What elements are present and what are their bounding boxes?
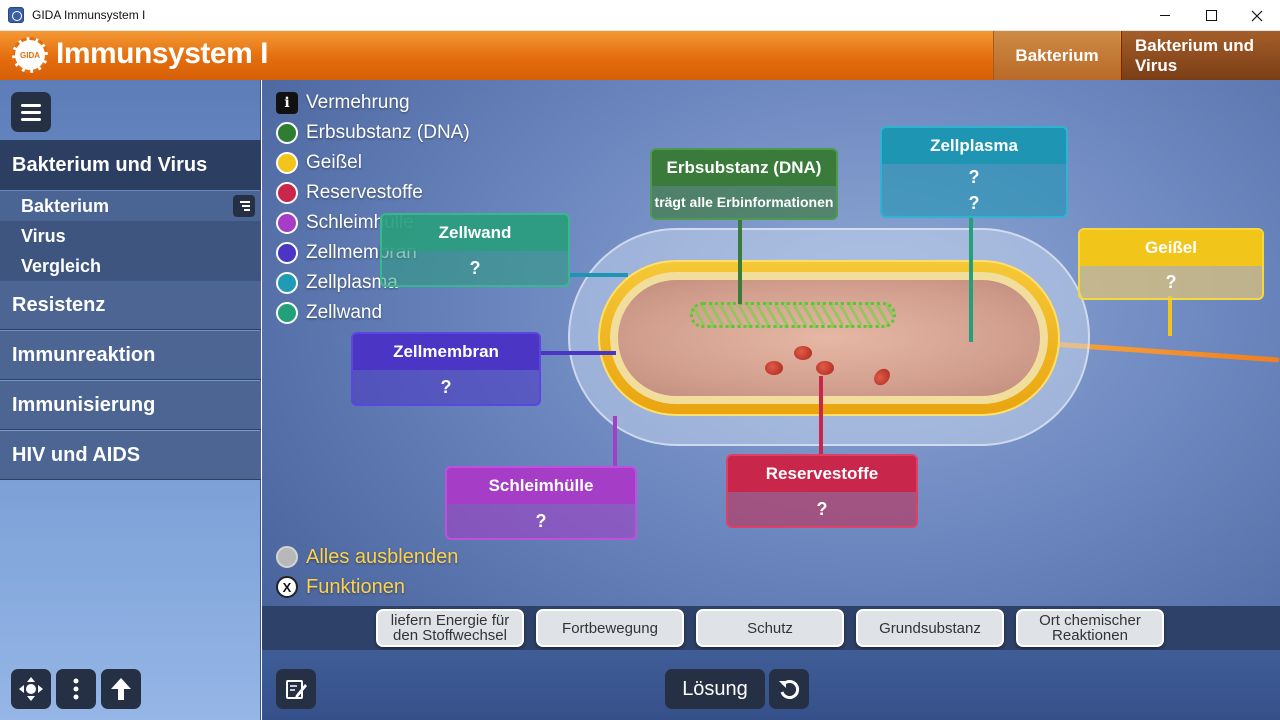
label-zellmembran-drop-slot[interactable]: ?: [440, 377, 452, 397]
arrow-up-icon: [111, 678, 131, 700]
minimize-button[interactable]: [1142, 0, 1188, 31]
reserve-granule: [794, 346, 812, 360]
legend-item-zellplasma[interactable]: Zellplasma: [276, 270, 398, 296]
sidebar-item-hiv-und-aids[interactable]: HIV und AIDS: [0, 431, 261, 480]
legend-item-erbsubstanz[interactable]: Erbsubstanz (DNA): [276, 120, 470, 146]
more-vertical-icon: [73, 678, 79, 700]
app-icon: [8, 7, 24, 23]
connector-dna: [738, 220, 742, 304]
connector-zellmembran: [540, 351, 616, 355]
label-zellplasma[interactable]: Zellplasma ? ?: [880, 126, 1068, 218]
x-circle-icon: X: [276, 576, 298, 598]
sidebar-subitem-bakterium[interactable]: Bakterium: [0, 191, 261, 221]
connector-schleimhuelle: [613, 416, 617, 468]
bacterium-cytoplasm: [618, 280, 1040, 396]
legend-dot: [276, 242, 298, 264]
label-reservestoffe-drop-slot[interactable]: ?: [816, 499, 828, 519]
window-title: GIDA Immunsystem I: [32, 8, 146, 22]
answer-tile-energie[interactable]: liefern Energie für den Stoffwechsel: [376, 609, 524, 647]
legend-item-reservestoffe[interactable]: Reservestoffe: [276, 180, 423, 206]
bottom-toolbar: Lösung: [262, 650, 1280, 720]
legend-dot: [276, 302, 298, 324]
label-reservestoffe[interactable]: Reservestoffe ?: [726, 454, 918, 528]
sidebar: Bakterium und Virus Bakterium Virus Verg…: [0, 80, 261, 720]
tab-bakterium[interactable]: Bakterium: [993, 31, 1120, 80]
label-geissel[interactable]: Geißel ?: [1078, 228, 1264, 300]
sidebar-item-immunisierung[interactable]: Immunisierung: [0, 381, 261, 430]
main-stage: i Vermehrung Erbsubstanz (DNA) Geißel Re…: [262, 80, 1280, 720]
app-header: GIDA Immunsystem I Bakterium Bakterium u…: [0, 31, 1280, 80]
label-erbsubstanz-answer[interactable]: trägt alle Erbinformationen: [654, 194, 834, 210]
sidebar-item-immunreaktion[interactable]: Immunreaktion: [0, 331, 261, 380]
reset-icon: [779, 680, 800, 699]
tab-bakterium-und-virus[interactable]: Bakterium und Virus: [1121, 31, 1280, 80]
sidebar-subitem-vergleich[interactable]: Vergleich: [21, 255, 102, 276]
legend-dot: [276, 212, 298, 234]
legend-dot: [276, 272, 298, 294]
submenu-icon[interactable]: [233, 195, 255, 217]
reserve-granule: [816, 361, 834, 375]
reserve-granule: [765, 361, 783, 375]
notes-button[interactable]: [276, 669, 316, 709]
label-zellplasma-drop-slot-1[interactable]: ?: [968, 167, 980, 187]
connector-geissel: [1168, 296, 1172, 336]
legend-dot: [276, 122, 298, 144]
legend-item-geissel[interactable]: Geißel: [276, 150, 362, 176]
legend-dot: [276, 152, 298, 174]
legend-dot: [276, 182, 298, 204]
maximize-button[interactable]: [1188, 0, 1234, 31]
move-arrows-icon: [19, 677, 43, 701]
legend-item-vermehrung[interactable]: i Vermehrung: [276, 90, 410, 116]
answer-tile-ort-chemischer-reaktionen[interactable]: Ort chemischer Reaktionen: [1016, 609, 1164, 647]
bacterium-dna: [690, 302, 896, 328]
label-schleimhuelle-drop-slot[interactable]: ?: [535, 511, 547, 531]
close-button[interactable]: [1234, 0, 1280, 31]
reset-button[interactable]: [769, 669, 809, 709]
navigation-pad-button[interactable]: [11, 669, 51, 709]
connector-zellplasma: [969, 218, 973, 342]
label-zellmembran[interactable]: Zellmembran ?: [351, 332, 541, 406]
sidebar-sublist: Bakterium Virus Vergleich: [0, 191, 261, 281]
bacterium-flagellum: [1057, 342, 1280, 363]
edit-note-icon: [286, 680, 307, 699]
close-icon: [1251, 10, 1263, 21]
functions-toggle[interactable]: X Funktionen: [276, 574, 405, 600]
gida-logo: GIDA: [12, 37, 48, 73]
answer-tile-fortbewegung[interactable]: Fortbewegung: [536, 609, 684, 647]
sidebar-subitem-virus[interactable]: Virus: [21, 225, 66, 246]
label-zellwand[interactable]: Zellwand ?: [380, 213, 570, 287]
menu-button[interactable]: [11, 92, 51, 132]
label-erbsubstanz[interactable]: Erbsubstanz (DNA) trägt alle Erbinformat…: [650, 148, 838, 220]
answer-tile-grundsubstanz[interactable]: Grundsubstanz: [856, 609, 1004, 647]
app-title: Immunsystem I: [56, 37, 268, 70]
legend-item-zellwand[interactable]: Zellwand: [276, 300, 382, 326]
window-titlebar: GIDA Immunsystem I: [0, 0, 1280, 31]
connector-zellwand: [568, 273, 628, 277]
scroll-up-button[interactable]: [101, 669, 141, 709]
sidebar-item-resistenz[interactable]: Resistenz: [0, 281, 261, 330]
answer-tile-schutz[interactable]: Schutz: [696, 609, 844, 647]
solution-button[interactable]: Lösung: [665, 669, 765, 709]
connector-reservestoffe: [819, 376, 823, 456]
sidebar-section-bakterium-und-virus[interactable]: Bakterium und Virus: [0, 140, 261, 190]
hide-all-toggle[interactable]: Alles ausblenden: [276, 544, 458, 570]
toggle-circle-icon: [276, 546, 298, 568]
label-schleimhuelle[interactable]: Schleimhülle ?: [445, 466, 637, 540]
info-icon: i: [276, 92, 298, 114]
answer-tile-bar: liefern Energie für den Stoffwechsel For…: [262, 606, 1280, 650]
more-options-button[interactable]: [56, 669, 96, 709]
label-zellwand-drop-slot[interactable]: ?: [469, 258, 481, 278]
label-zellplasma-drop-slot-2[interactable]: ?: [968, 193, 980, 213]
label-geissel-drop-slot[interactable]: ?: [1165, 272, 1177, 292]
